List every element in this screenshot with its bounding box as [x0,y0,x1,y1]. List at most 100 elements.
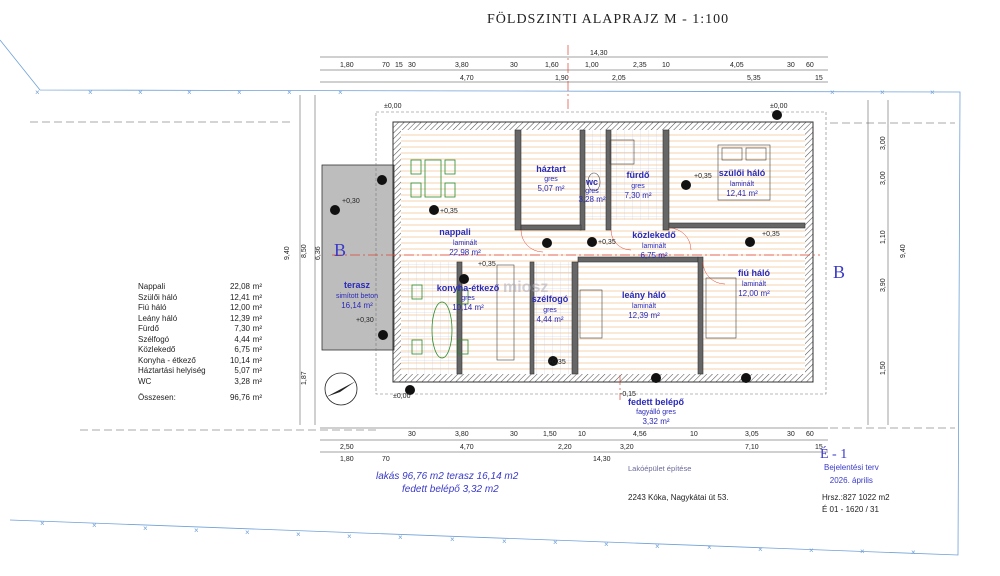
svg-text:×: × [347,532,352,541]
room-wc-area: 3,28 m² [578,195,605,204]
level-label: +0,30 [356,317,374,324]
level-label: -0,15 [620,391,636,398]
svg-text:×: × [40,519,45,528]
level-label: +0,35 [694,173,712,180]
area-room-name: Fiú háló [138,303,167,312]
room-terasz-area: 16,14 m² [341,301,373,310]
svg-text:2,20: 2,20 [558,444,572,451]
svg-text:×: × [296,530,301,539]
room-kozlekedo-floor: laminált [642,243,666,250]
boundary-markers: ×××× ×××× ×× ×××× ×××× ×××× ×××× ×× [35,88,935,557]
svg-text:1,80: 1,80 [340,62,354,69]
svg-text:3,80: 3,80 [455,62,469,69]
area-unit: m² [252,376,262,386]
room-kozlekedo-name: közlekedő [632,230,676,240]
area-room-value: 7,30 [234,324,250,333]
area-room-value: 12,39 [229,313,250,323]
svg-text:60: 60 [806,62,814,69]
svg-text:×: × [245,528,250,537]
level-label: ±0,00 [770,103,788,110]
svg-text:×: × [502,537,507,546]
area-room-name: Háztartási helyiség [138,366,206,375]
svg-text:30: 30 [510,62,518,69]
room-szuloi-floor: laminált [730,181,754,188]
svg-text:1,50: 1,50 [543,431,557,438]
area-room-name: WC [138,376,152,386]
summary-line-2: fedett belépő 3,32 m2 [402,484,499,495]
area-room-value: 5,07 [234,366,250,375]
svg-text:2,05: 2,05 [612,75,626,82]
room-nappali-area: 22,98 m² [449,248,481,257]
svg-text:3,00: 3,00 [880,171,887,185]
svg-text:×: × [138,88,143,97]
room-kozlekedo-area: 6,75 m² [640,251,667,260]
svg-text:30: 30 [510,431,518,438]
area-unit: m² [252,355,262,365]
level-label: +0,35 [478,261,496,268]
area-room-value: 22,08 [229,282,250,291]
area-unit: m² [252,303,262,312]
area-room-value: 12,00 [229,303,250,312]
room-wc-floor: gres [585,188,599,195]
svg-text:1,10: 1,10 [880,230,887,244]
area-room-value: 4,44 [234,334,250,344]
dim-total-top: 14,30 [590,50,608,57]
level-label: +0,30 [342,198,360,205]
project-title: Lakóépület építése [628,464,692,473]
svg-text:14,30: 14,30 [593,456,611,463]
area-unit: m² [252,282,262,291]
svg-text:7,10: 7,10 [745,444,759,451]
room-leany-name: leány háló [622,290,667,300]
area-room-value: 6,75 [234,345,250,354]
svg-text:4,70: 4,70 [460,75,474,82]
room-furdo-floor: gres [631,183,645,190]
svg-text:30: 30 [787,431,795,438]
room-szelfogo-area: 4,44 m² [536,315,563,324]
svg-text:4,05: 4,05 [730,62,744,69]
svg-text:×: × [860,547,865,556]
area-room-name: Nappali [138,282,166,291]
room-haztart-floor: gres [544,176,558,183]
furniture [410,159,469,359]
room-szelfogo-name: szélfogó [532,294,569,304]
svg-text:2,35: 2,35 [633,62,647,69]
svg-text:×: × [758,545,763,554]
svg-text:1,00: 1,00 [585,62,599,69]
area-room-name: Közlekedő [138,345,176,354]
drawing-title: FÖLDSZINTI ALAPRAJZ M - 1:100 [487,12,730,27]
svg-text:4,70: 4,70 [460,444,474,451]
level-label: +0,35 [548,359,566,366]
svg-text:30: 30 [408,431,416,438]
room-nappali-name: nappali [439,227,471,237]
area-room-name: Szélfogó [138,334,170,344]
svg-text:60: 60 [806,431,814,438]
svg-text:8,50: 8,50 [301,244,308,258]
watermark-logo: miosz [503,279,549,296]
level-label: ±0,00 [393,393,411,400]
room-konyha-name: konyha-étkező [437,283,500,293]
revision-label: É - 1 [820,447,848,462]
svg-text:3,80: 3,80 [455,431,469,438]
room-fiu-name: fiú háló [738,268,770,278]
area-room-name: Leány háló [138,313,178,323]
section-marker-right: B [833,262,845,282]
svg-text:×: × [143,524,148,533]
svg-text:×: × [707,543,712,552]
summary-line-1: lakás 96,76 m2 terasz 16,14 m2 [376,471,519,482]
property-boundary [0,39,961,556]
svg-text:15: 15 [815,444,823,451]
stage-block: Bejelentési terv 2026. április [824,463,879,485]
svg-text:10: 10 [690,431,698,438]
svg-text:10: 10 [578,431,586,438]
area-room-value: 10,14 [229,355,250,365]
stage-label: Bejelentési terv [824,463,879,472]
room-konyha-area: 10,14 m² [452,303,484,312]
svg-text:1,50: 1,50 [880,361,887,375]
svg-text:70: 70 [382,62,390,69]
